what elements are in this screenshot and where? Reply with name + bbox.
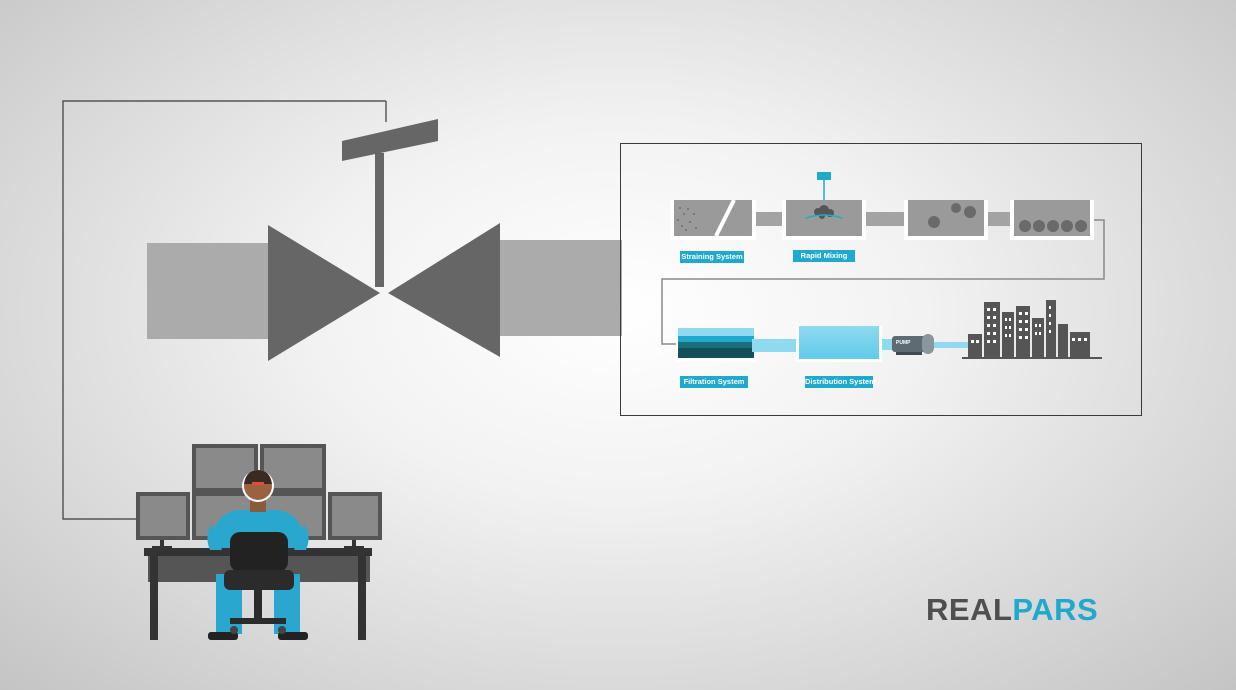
pump-outlet-pipe	[882, 339, 896, 350]
city-skyline-icon	[962, 300, 1102, 359]
control-room-operator-icon	[136, 444, 382, 640]
logo-part-pars: PARS	[1012, 592, 1099, 627]
filtration-tank	[676, 328, 756, 362]
inlet-pipe	[147, 243, 275, 339]
water-treatment-process-panel	[620, 143, 1142, 416]
filtration-system-label: Filtration System	[680, 376, 748, 388]
city-supply-pipe	[934, 342, 968, 348]
distribution-tank	[796, 326, 882, 362]
outlet-pipe	[498, 240, 622, 336]
realpars-logo: REALPARS	[926, 592, 1098, 628]
mixing-particles-icon	[805, 205, 843, 219]
pipe-segment	[866, 212, 904, 226]
sedimentation-tank	[1010, 200, 1094, 240]
rapid-mixing-label: Rapid Mixing	[793, 250, 855, 262]
gate-valve-icon	[268, 119, 500, 361]
pump-label: PUMP	[896, 340, 911, 346]
screen-icon	[677, 200, 736, 236]
straining-system-label: Straining System	[680, 251, 744, 263]
sediment-particles-icon	[1019, 220, 1087, 232]
logo-part-real: REAL	[926, 592, 1013, 627]
pipe-segment	[756, 212, 782, 226]
pipe-segment	[988, 212, 1010, 226]
pump-icon: PUMP	[892, 334, 934, 355]
straining-tank	[670, 200, 756, 240]
clean-water-pipe	[752, 339, 796, 352]
rapid-mixing-tank	[782, 200, 866, 240]
floc-particles-icon	[928, 203, 976, 228]
distribution-system-label: Distribution System	[805, 376, 876, 388]
flocculation-tank	[904, 200, 988, 240]
